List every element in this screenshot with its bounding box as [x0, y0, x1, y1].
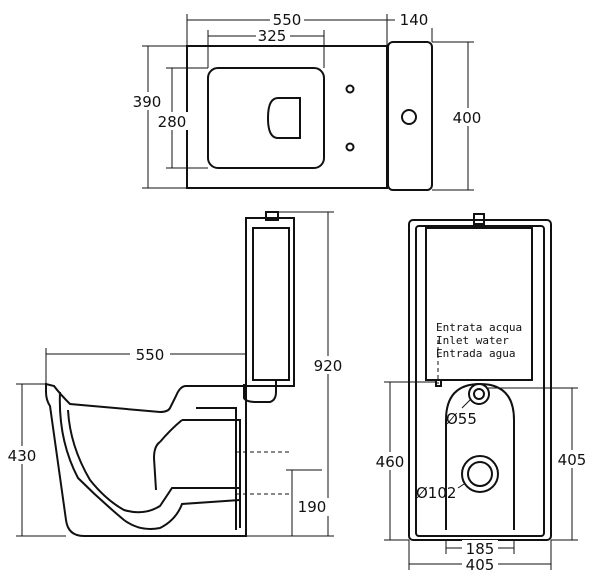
dim-outlet-diameter: Ø102	[416, 484, 456, 502]
dim-tank-depth: 140	[400, 11, 429, 29]
inlet-note-line-2: Inlet water	[436, 334, 509, 347]
dim-outlet-height: 190	[298, 498, 327, 516]
dim-tank-width: 400	[453, 109, 482, 127]
side-view: 550 920 430 190	[6, 211, 346, 537]
dim-total-height: 920	[314, 357, 343, 375]
dim-rear-total-width: 405	[466, 556, 495, 574]
seat-bolt-hole-top	[345, 84, 355, 94]
rear-tank-panel	[425, 227, 533, 381]
outlet-pipe-icon	[461, 455, 499, 493]
dim-total-length: 550	[273, 11, 302, 29]
bowl-side-outline	[45, 382, 247, 537]
inlet-note-line-3: Entrada agua	[436, 347, 515, 360]
inlet-note-line-1: Entrata acqua	[436, 321, 522, 334]
rear-view: Entrata acqua Inlet water Entrada agua Ø…	[372, 213, 594, 574]
bowl-opening	[266, 97, 301, 139]
dim-projection: 550	[136, 346, 165, 364]
tank-top-outline	[387, 41, 433, 191]
seat-outline	[207, 67, 325, 169]
bowl-top-outline	[186, 45, 388, 189]
top-view: 550 140 325 390 280 400	[130, 10, 486, 191]
dim-inlet-height: 460	[376, 453, 405, 471]
dim-outlet-center-height: 405	[558, 451, 587, 469]
dim-total-width: 390	[133, 93, 162, 111]
dim-inlet-diameter: Ø55	[446, 410, 477, 428]
dim-seat-width: 280	[158, 113, 187, 131]
seat-bolt-hole-bottom	[345, 142, 355, 152]
dim-outlet-offset: 185	[466, 540, 495, 558]
inlet-pipe-icon	[468, 383, 490, 405]
dim-seat-length: 325	[258, 27, 287, 45]
dim-bowl-height: 430	[8, 447, 37, 465]
flush-button-icon	[401, 109, 417, 125]
